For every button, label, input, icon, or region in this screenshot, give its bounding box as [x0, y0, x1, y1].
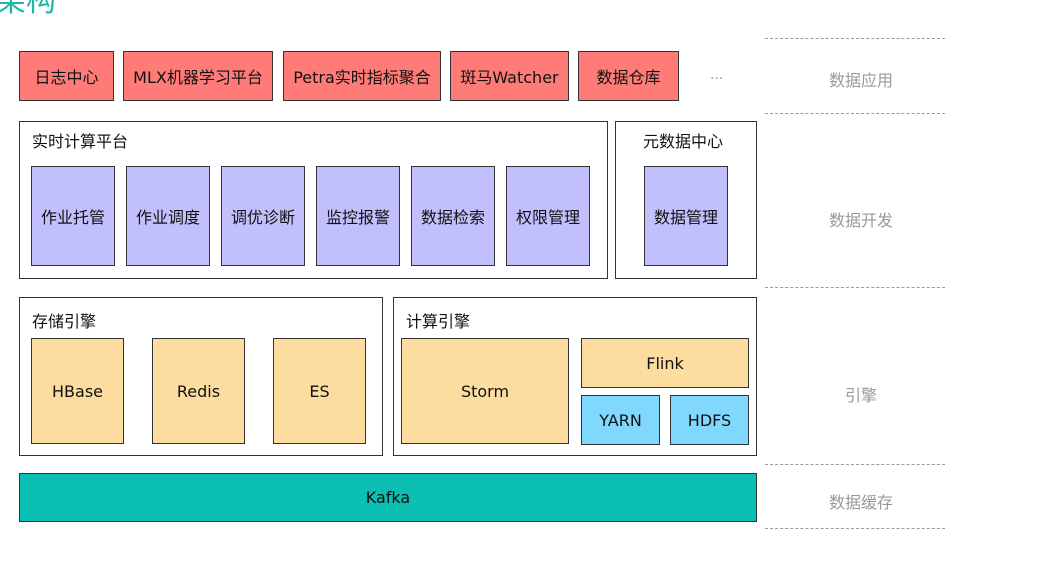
storage-engine-label: 存储引擎 — [32, 312, 97, 331]
layer-label-development: 数据开发 — [828, 211, 893, 230]
engine-storm: Storm — [401, 338, 569, 444]
layer-label-application: 数据应用 — [828, 71, 893, 90]
engine-hdfs: HDFS — [670, 395, 749, 445]
module-job-scheduling: 作业调度 — [126, 166, 210, 266]
realtime-platform-label: 实时计算平台 — [32, 132, 129, 151]
app-zebra-watcher: 斑马Watcher — [450, 51, 569, 101]
layer-label-engine: 引擎 — [844, 386, 877, 405]
app-log-center: 日志中心 — [19, 51, 114, 101]
module-permission-management: 权限管理 — [506, 166, 590, 266]
separator-dev-engine — [765, 287, 945, 288]
apps-ellipsis: ... — [710, 67, 724, 83]
engine-es: ES — [273, 338, 366, 444]
compute-engine-label: 计算引擎 — [406, 312, 471, 331]
module-data-retrieval: 数据检索 — [411, 166, 495, 266]
separator-top — [765, 38, 945, 39]
module-tuning-diagnosis: 调优诊断 — [221, 166, 305, 266]
module-data-management: 数据管理 — [644, 166, 728, 266]
engine-redis: Redis — [152, 338, 245, 444]
engine-yarn: YARN — [581, 395, 660, 445]
module-job-hosting: 作业托管 — [31, 166, 115, 266]
separator-engine-cache — [765, 464, 945, 465]
app-data-warehouse: 数据仓库 — [578, 51, 679, 101]
app-petra: Petra实时指标聚合 — [283, 51, 441, 101]
metadata-center-label: 元数据中心 — [643, 132, 724, 151]
engine-flink: Flink — [581, 338, 749, 388]
engine-hbase: HBase — [31, 338, 124, 444]
layer-label-cache: 数据缓存 — [828, 493, 893, 512]
kafka-bar: Kafka — [19, 473, 757, 522]
page-title: 架构 — [0, 0, 56, 19]
separator-bottom — [765, 528, 945, 529]
app-mlx: MLX机器学习平台 — [123, 51, 273, 101]
separator-app-dev — [765, 113, 945, 114]
module-monitoring-alerts: 监控报警 — [316, 166, 400, 266]
